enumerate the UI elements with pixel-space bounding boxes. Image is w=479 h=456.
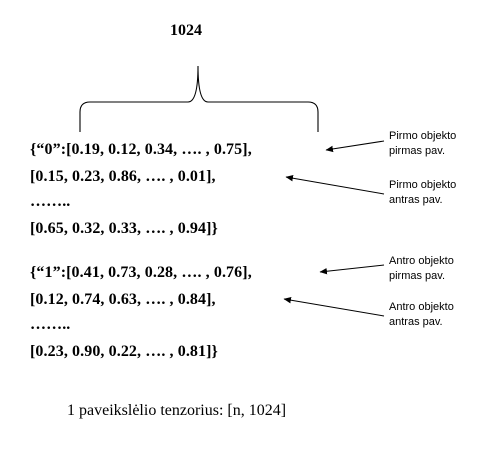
dimension-label: 1024 [170, 22, 202, 39]
obj0-row-second: [0.15, 0.23, 0.86, …. , 0.01], [30, 168, 216, 185]
note-obj0-img1: Pirmo objekto pirmas pav. [389, 129, 456, 159]
note-obj1-img2: Antro objekto antras pav. [389, 300, 454, 330]
arrow-obj0-img1 [325, 140, 385, 153]
note-obj1-img2-line2: antras pav. [389, 316, 443, 328]
note-obj0-img1-line1: Pirmo objekto [389, 130, 457, 142]
obj1-row-second: [0.12, 0.74, 0.63, …. , 0.84], [30, 291, 216, 308]
arrow-obj0-img2 [285, 175, 385, 195]
obj0-ellipsis: …….. [30, 193, 71, 210]
note-obj0-img2: Pirmo objekto antras pav. [389, 178, 456, 208]
curly-brace [79, 65, 319, 132]
obj0-row-last: [0.65, 0.32, 0.33, …. , 0.94]} [30, 220, 218, 237]
note-obj0-img2-line2: antras pav. [389, 194, 443, 206]
note-obj0-img2-line1: Pirmo objekto [389, 179, 457, 191]
obj0-row-first: {“0”:[0.19, 0.12, 0.34, …. , 0.75], [30, 141, 252, 158]
figure-caption: 1 paveikslėlio tenzorius: [n, 1024] [67, 402, 287, 419]
note-obj0-img1-line2: pirmas pav. [389, 145, 446, 157]
obj1-ellipsis: …….. [30, 316, 71, 333]
note-obj1-img1-line1: Antro objekto [389, 255, 454, 267]
obj1-row-first: {“1”:[0.41, 0.73, 0.28, …. , 0.76], [30, 264, 252, 281]
note-obj1-img1-line2: pirmas pav. [389, 270, 446, 282]
arrow-obj1-img2 [283, 297, 385, 317]
arrow-obj1-img1 [319, 264, 385, 275]
note-obj1-img2-line1: Antro objekto [389, 301, 454, 313]
obj1-row-last: [0.23, 0.90, 0.22, …. , 0.81]} [30, 343, 218, 360]
note-obj1-img1: Antro objekto pirmas pav. [389, 254, 454, 284]
